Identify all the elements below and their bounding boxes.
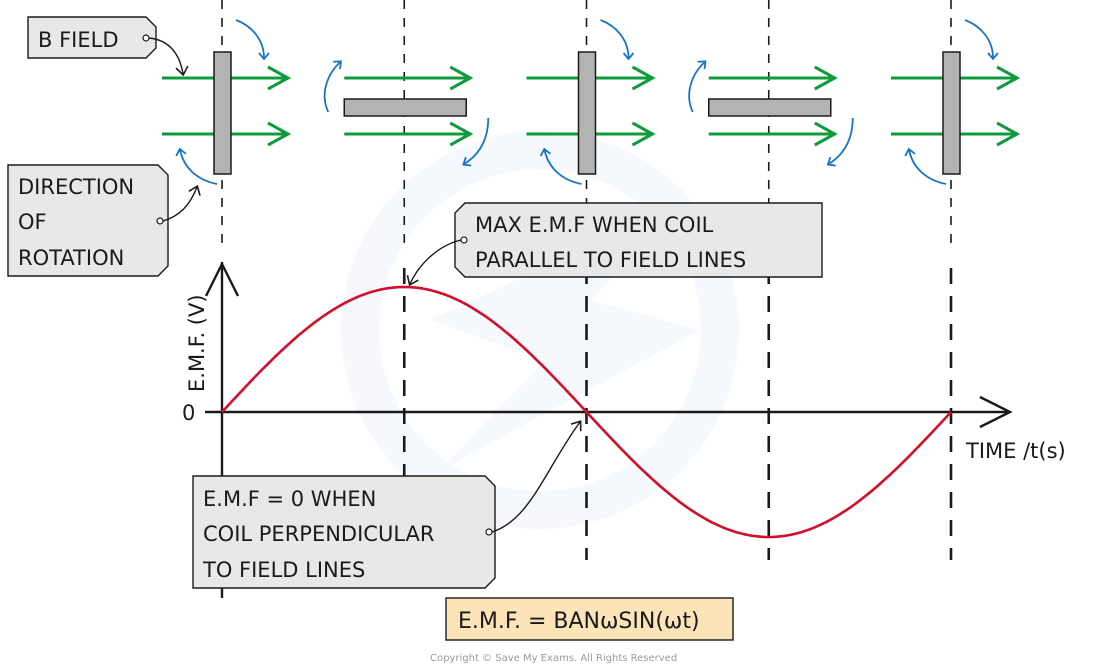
coil-perpendicular bbox=[942, 51, 961, 175]
field-arrowhead-icon bbox=[449, 65, 474, 91]
field-arrowhead-icon bbox=[449, 121, 474, 147]
field-arrowhead-icon bbox=[631, 65, 656, 91]
zero-emf-annotation: E.M.F = 0 WHEN COIL PERPENDICULAR TO FIE… bbox=[192, 420, 582, 589]
field-arrowhead-icon bbox=[814, 65, 838, 91]
field-arrowhead-icon bbox=[814, 121, 838, 147]
coil-positions bbox=[162, 19, 1021, 185]
b-field-label: B FIELD bbox=[27, 16, 189, 77]
field-arrowhead-icon bbox=[267, 65, 292, 91]
y-axis-label: E.M.F. (V) bbox=[185, 294, 209, 392]
rotation-arrow-icon bbox=[964, 19, 999, 61]
field-arrowhead-icon bbox=[631, 121, 656, 147]
rotation-arrow-icon bbox=[235, 19, 270, 61]
graph-axes: 0 E.M.F. (V) TIME /t(s) bbox=[182, 261, 1066, 598]
field-arrowhead-icon bbox=[996, 121, 1021, 147]
direction-label-line-3: ROTATION bbox=[18, 246, 124, 270]
rotation-arrow-icon bbox=[904, 147, 947, 185]
rotation-arrow-icon bbox=[175, 147, 218, 185]
coil-perpendicular bbox=[577, 51, 597, 175]
x-axis-label: TIME /t(s) bbox=[965, 439, 1066, 463]
emf-formula-box: E.M.F. = BANωSIN(ωt) bbox=[445, 597, 734, 641]
direction-label-line-1: DIRECTION bbox=[18, 175, 134, 199]
coil-position-4 bbox=[688, 60, 854, 167]
phase-guide-lines bbox=[221, 0, 953, 560]
rotation-arrow-icon bbox=[600, 19, 635, 61]
zero-emf-line-3: TO FIELD LINES bbox=[202, 558, 365, 582]
max-emf-annotation: MAX E.M.F WHEN COIL PARALLEL TO FIELD LI… bbox=[406, 202, 823, 287]
coil-perpendicular bbox=[213, 51, 232, 175]
coil-position-5 bbox=[891, 19, 1021, 185]
zero-emf-line-1: E.M.F = 0 WHEN bbox=[203, 487, 376, 511]
b-field-label-text: B FIELD bbox=[38, 28, 119, 52]
direction-label-line-2: OF bbox=[18, 210, 47, 234]
x-axis-arrowhead-icon bbox=[979, 395, 1013, 429]
coil-position-2 bbox=[323, 60, 490, 167]
coil-position-3 bbox=[526, 19, 656, 185]
max-emf-line-2: PARALLEL TO FIELD LINES bbox=[475, 248, 746, 272]
rotation-arrow-icon bbox=[539, 147, 582, 185]
copyright-text: Copyright © Save My Exams. All Rights Re… bbox=[430, 653, 677, 664]
coil-parallel bbox=[708, 98, 832, 117]
coil-parallel bbox=[343, 98, 467, 117]
direction-of-rotation-label: DIRECTION OF ROTATION bbox=[7, 164, 201, 277]
rotation-arrow-icon bbox=[462, 117, 490, 167]
rotation-arrow-icon bbox=[688, 60, 707, 113]
max-emf-line-1: MAX E.M.F WHEN COIL bbox=[475, 213, 714, 237]
rotation-arrow-icon bbox=[826, 117, 854, 167]
rotation-arrow-icon bbox=[323, 60, 343, 113]
field-arrowhead-icon bbox=[996, 65, 1021, 91]
emf-formula-text: E.M.F. = BANωSIN(ωt) bbox=[458, 609, 700, 634]
coil-position-1 bbox=[162, 19, 292, 185]
zero-emf-line-2: COIL PERPENDICULAR bbox=[203, 522, 434, 546]
y-axis-arrowhead-icon bbox=[204, 261, 240, 297]
emf-sine-curve bbox=[221, 285, 952, 539]
field-arrowhead-icon bbox=[267, 121, 292, 147]
y-zero-tick-label: 0 bbox=[182, 401, 195, 425]
